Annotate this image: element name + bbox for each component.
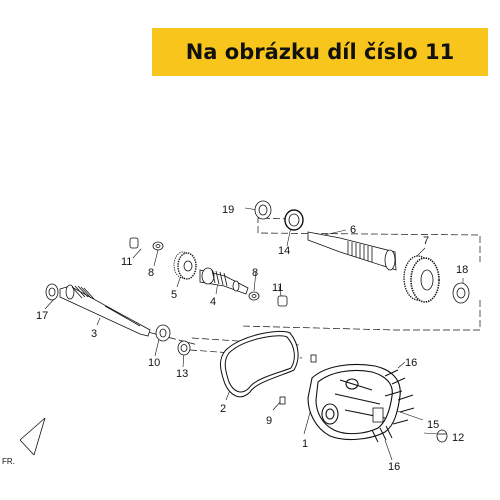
callout-16-bottom: 16 bbox=[388, 461, 400, 473]
front-direction-label: FR. bbox=[2, 457, 15, 466]
cap-12 bbox=[436, 429, 448, 443]
callout-12: 12 bbox=[452, 432, 464, 444]
callout-1: 1 bbox=[302, 438, 308, 450]
gear-5 bbox=[173, 251, 197, 280]
bolts-16-bottom bbox=[371, 425, 393, 443]
drive-shaft-6 bbox=[307, 231, 397, 271]
callout-6: 6 bbox=[350, 224, 356, 236]
callout-5: 5 bbox=[171, 289, 177, 301]
seal-14 bbox=[284, 209, 304, 231]
callout-8-right: 8 bbox=[252, 267, 258, 279]
bearing-10 bbox=[155, 324, 171, 342]
callout-3: 3 bbox=[91, 328, 97, 340]
callout-4: 4 bbox=[210, 296, 216, 308]
callout-labels: 1 2 3 4 5 6 7 8 8 9 10 11 11 12 13 14 15… bbox=[2, 204, 468, 473]
callout-15: 15 bbox=[427, 419, 439, 431]
callout-13: 13 bbox=[176, 368, 188, 380]
callout-10: 10 bbox=[148, 357, 160, 369]
callout-17: 17 bbox=[36, 310, 48, 322]
callout-16-top: 16 bbox=[405, 357, 417, 369]
front-direction-arrow-icon bbox=[19, 417, 46, 456]
dowel-pin-9-bottom bbox=[279, 396, 286, 405]
bearing-19 bbox=[254, 200, 272, 220]
callout-7: 7 bbox=[423, 235, 429, 247]
bushing-11-right bbox=[277, 295, 288, 307]
callout-9: 9 bbox=[266, 415, 272, 427]
callout-8-left: 8 bbox=[148, 267, 154, 279]
callout-11-right: 11 bbox=[272, 282, 283, 294]
callout-2: 2 bbox=[220, 403, 226, 415]
bearing-17 bbox=[45, 283, 59, 301]
dowel-pin-9-top bbox=[310, 354, 317, 363]
callout-11-left: 11 bbox=[121, 256, 132, 268]
caption-banner: Na obrázku díl číslo 11 bbox=[152, 28, 488, 76]
seal-13 bbox=[177, 340, 191, 356]
callout-18: 18 bbox=[456, 264, 468, 276]
callout-14: 14 bbox=[278, 245, 290, 257]
caption-text: Na obrázku díl číslo 11 bbox=[185, 40, 455, 64]
washer-8-right bbox=[248, 291, 260, 301]
washer-8-left bbox=[152, 241, 164, 251]
bolts-16-top bbox=[384, 369, 415, 425]
countershaft-4 bbox=[199, 267, 249, 295]
gasket-2 bbox=[220, 330, 299, 398]
final-gear-7 bbox=[403, 255, 440, 303]
bracket-15 bbox=[372, 407, 384, 423]
shaft-3 bbox=[59, 284, 151, 337]
bearing-18 bbox=[452, 282, 470, 304]
bushing-11-top bbox=[129, 237, 139, 249]
callout-19: 19 bbox=[222, 204, 234, 216]
